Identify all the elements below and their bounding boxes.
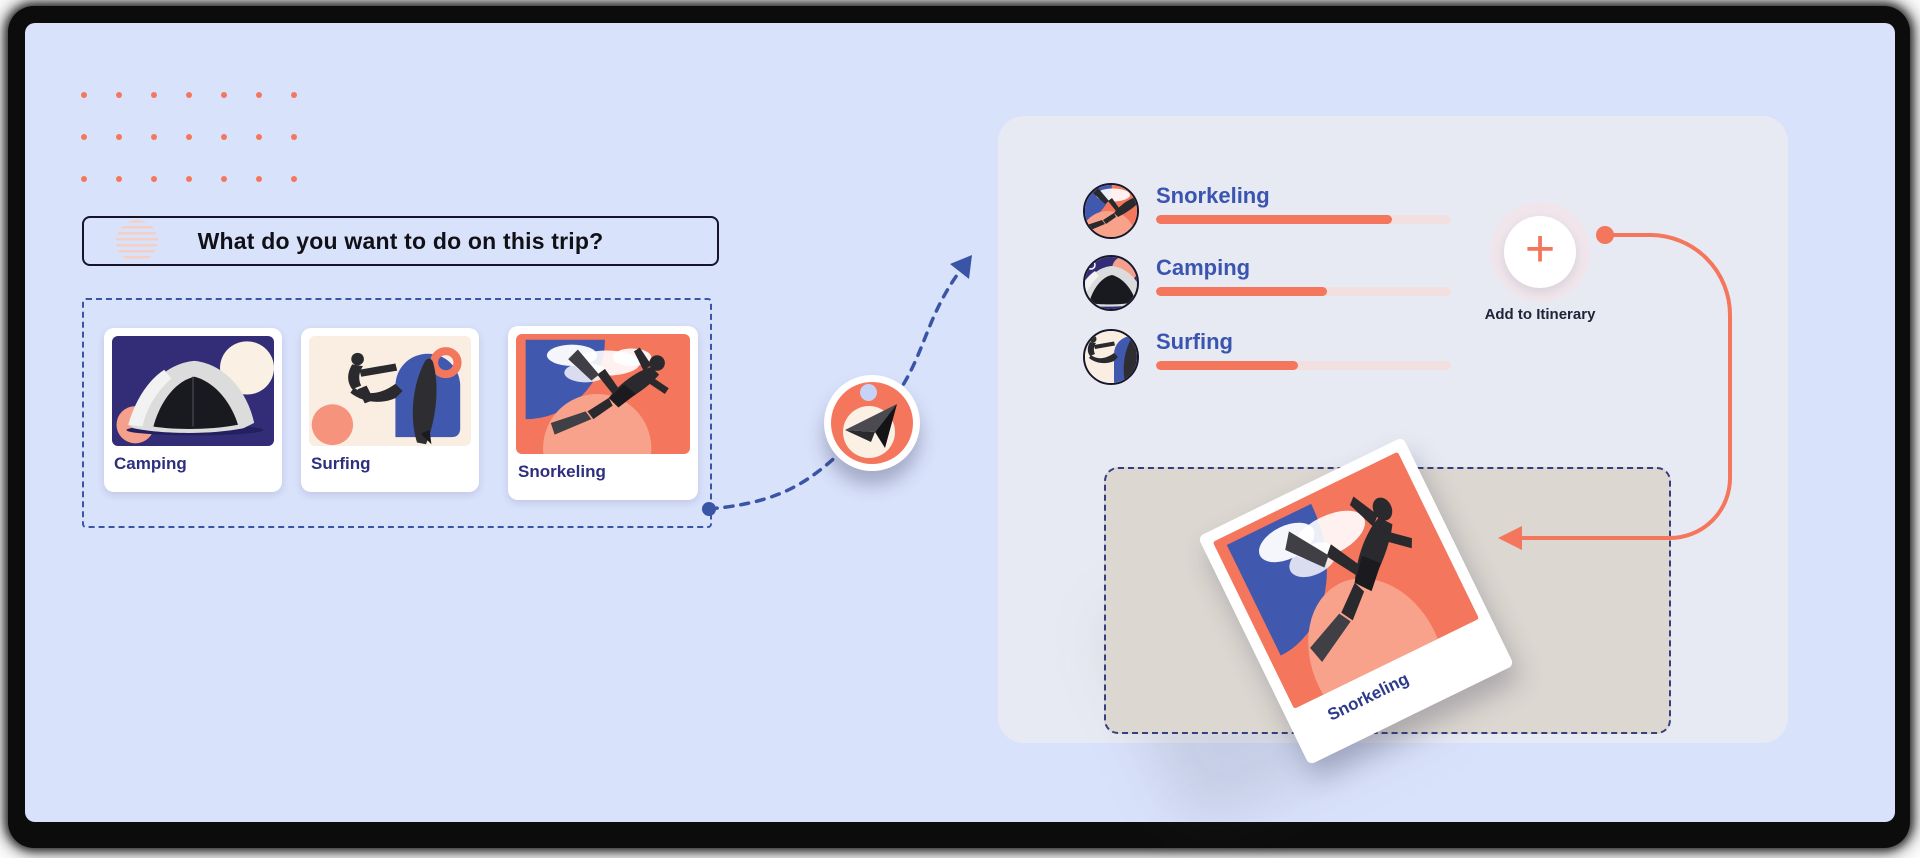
dot-decoration bbox=[256, 92, 262, 98]
camping-avatar bbox=[1083, 255, 1139, 311]
striped-ball-decoration bbox=[116, 220, 158, 262]
dot-decoration bbox=[256, 134, 262, 140]
dot-decoration bbox=[151, 176, 157, 182]
progress-track bbox=[1156, 215, 1451, 224]
dot-decoration bbox=[116, 92, 122, 98]
camping-avatar-illustration bbox=[1085, 257, 1137, 309]
add-to-itinerary-label: Add to Itinerary bbox=[1484, 306, 1596, 323]
question-box: What do you want to do on this trip? bbox=[82, 216, 719, 266]
dot-decoration bbox=[151, 134, 157, 140]
plus-icon: + bbox=[1524, 220, 1556, 278]
dot-decoration bbox=[186, 134, 192, 140]
progress-track bbox=[1156, 361, 1451, 370]
canvas: What do you want to do on this trip? bbox=[25, 23, 1895, 834]
paper-plane-icon bbox=[843, 404, 897, 458]
surfing-avatar bbox=[1083, 329, 1139, 385]
badge-pin-dot bbox=[860, 384, 877, 401]
dot-decoration bbox=[291, 176, 297, 182]
dot-decoration bbox=[221, 92, 227, 98]
snorkeling-avatar-illustration bbox=[1085, 185, 1137, 237]
dot-decoration bbox=[291, 92, 297, 98]
dashed-curve bbox=[707, 265, 965, 511]
option-card-label: Snorkeling bbox=[518, 462, 606, 481]
polaroid-snorkeling-illustration bbox=[1212, 451, 1480, 710]
option-card-snorkeling[interactable]: Snorkeling bbox=[508, 326, 698, 500]
polaroid-photo bbox=[1212, 451, 1480, 710]
surfing-avatar-illustration bbox=[1085, 331, 1137, 383]
options-drop-source-zone: Camping bbox=[82, 298, 712, 528]
dot-decoration bbox=[186, 176, 192, 182]
badge-circle bbox=[831, 382, 913, 464]
dot-grid-decoration bbox=[81, 92, 297, 182]
dot-decoration bbox=[256, 176, 262, 182]
camping-image bbox=[112, 336, 274, 446]
dot-decoration bbox=[151, 92, 157, 98]
dot-decoration bbox=[81, 134, 87, 140]
dot-decoration bbox=[81, 92, 87, 98]
option-card-surfing[interactable]: Surfing bbox=[301, 328, 479, 492]
result-label: Snorkeling bbox=[1156, 183, 1270, 208]
progress-fill bbox=[1156, 361, 1298, 370]
camping-illustration bbox=[112, 336, 274, 446]
snorkeling-avatar bbox=[1083, 183, 1139, 239]
dot-decoration bbox=[116, 176, 122, 182]
option-card-camping[interactable]: Camping bbox=[104, 328, 282, 492]
itinerary-panel: Snorkeling Camping bbox=[998, 116, 1788, 834]
option-card-label: Surfing bbox=[311, 454, 371, 473]
result-label: Surfing bbox=[1156, 329, 1233, 354]
dot-decoration bbox=[221, 176, 227, 182]
snorkeling-polaroid-card[interactable]: Snorkeling bbox=[1197, 436, 1515, 766]
option-card-label: Camping bbox=[114, 454, 187, 473]
result-label: Camping bbox=[1156, 255, 1251, 280]
surfing-illustration bbox=[309, 336, 471, 446]
dot-decoration bbox=[186, 92, 192, 98]
progress-fill bbox=[1156, 215, 1392, 224]
progress-track bbox=[1156, 287, 1451, 296]
dot-decoration bbox=[221, 134, 227, 140]
curve-arrowhead-icon bbox=[950, 255, 972, 279]
question-text: What do you want to do on this trip? bbox=[197, 227, 604, 254]
dot-decoration bbox=[81, 176, 87, 182]
snorkeling-image bbox=[516, 334, 690, 454]
paper-plane-badge bbox=[824, 375, 920, 471]
dot-decoration bbox=[116, 134, 122, 140]
progress-fill bbox=[1156, 287, 1328, 296]
surfing-image bbox=[309, 336, 471, 446]
add-to-itinerary-button[interactable]: + bbox=[1504, 216, 1576, 288]
dot-decoration bbox=[291, 134, 297, 140]
add-button-halo: + bbox=[1490, 202, 1590, 302]
connector-start-dot bbox=[1596, 226, 1614, 244]
snorkeling-illustration bbox=[516, 334, 690, 454]
